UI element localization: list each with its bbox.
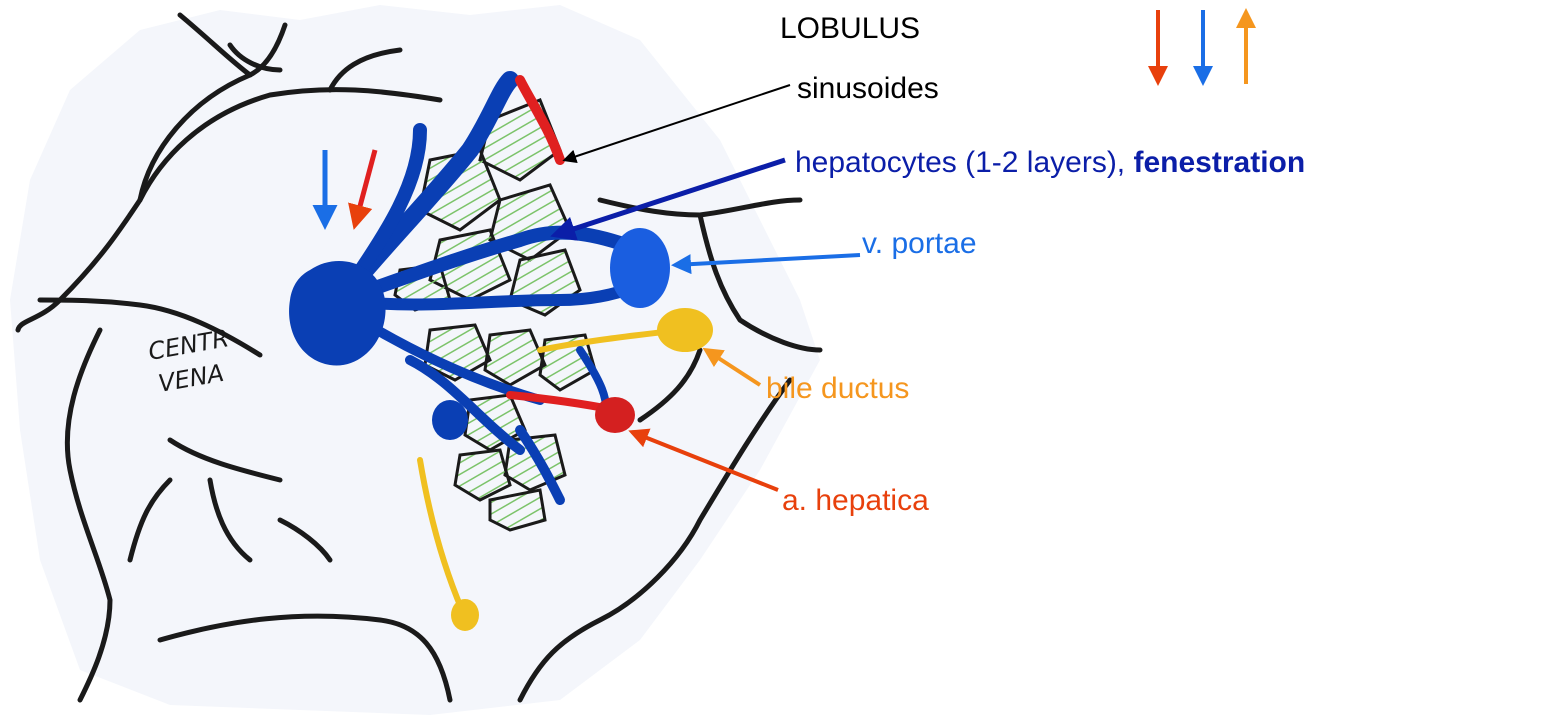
bile-ductus-label: bile ductus	[766, 374, 909, 404]
hepatic-artery-cross-section	[595, 397, 635, 433]
a-hepatica-label: a. hepatica	[782, 486, 929, 516]
sinusoides-label: sinusoides	[797, 74, 939, 104]
lobulus-label: LOBULUS	[780, 14, 920, 44]
lobule-sketch: CENTR VENA	[10, 5, 820, 715]
portal-vein-cross-section	[610, 228, 670, 308]
fenestration-label: fenestration	[1133, 146, 1305, 179]
hepatocytes-label: hepatocytes (1-2 layers), fenestration	[795, 148, 1305, 178]
legend-arrows	[1158, 10, 1246, 84]
hepatocytes-label-text: hepatocytes (1-2 layers),	[795, 146, 1133, 179]
small-bile-duct-cross-section	[451, 599, 479, 631]
bile-duct-cross-section	[657, 308, 713, 352]
v-portae-label: v. portae	[862, 229, 977, 259]
small-vein-cross-section	[432, 400, 468, 440]
